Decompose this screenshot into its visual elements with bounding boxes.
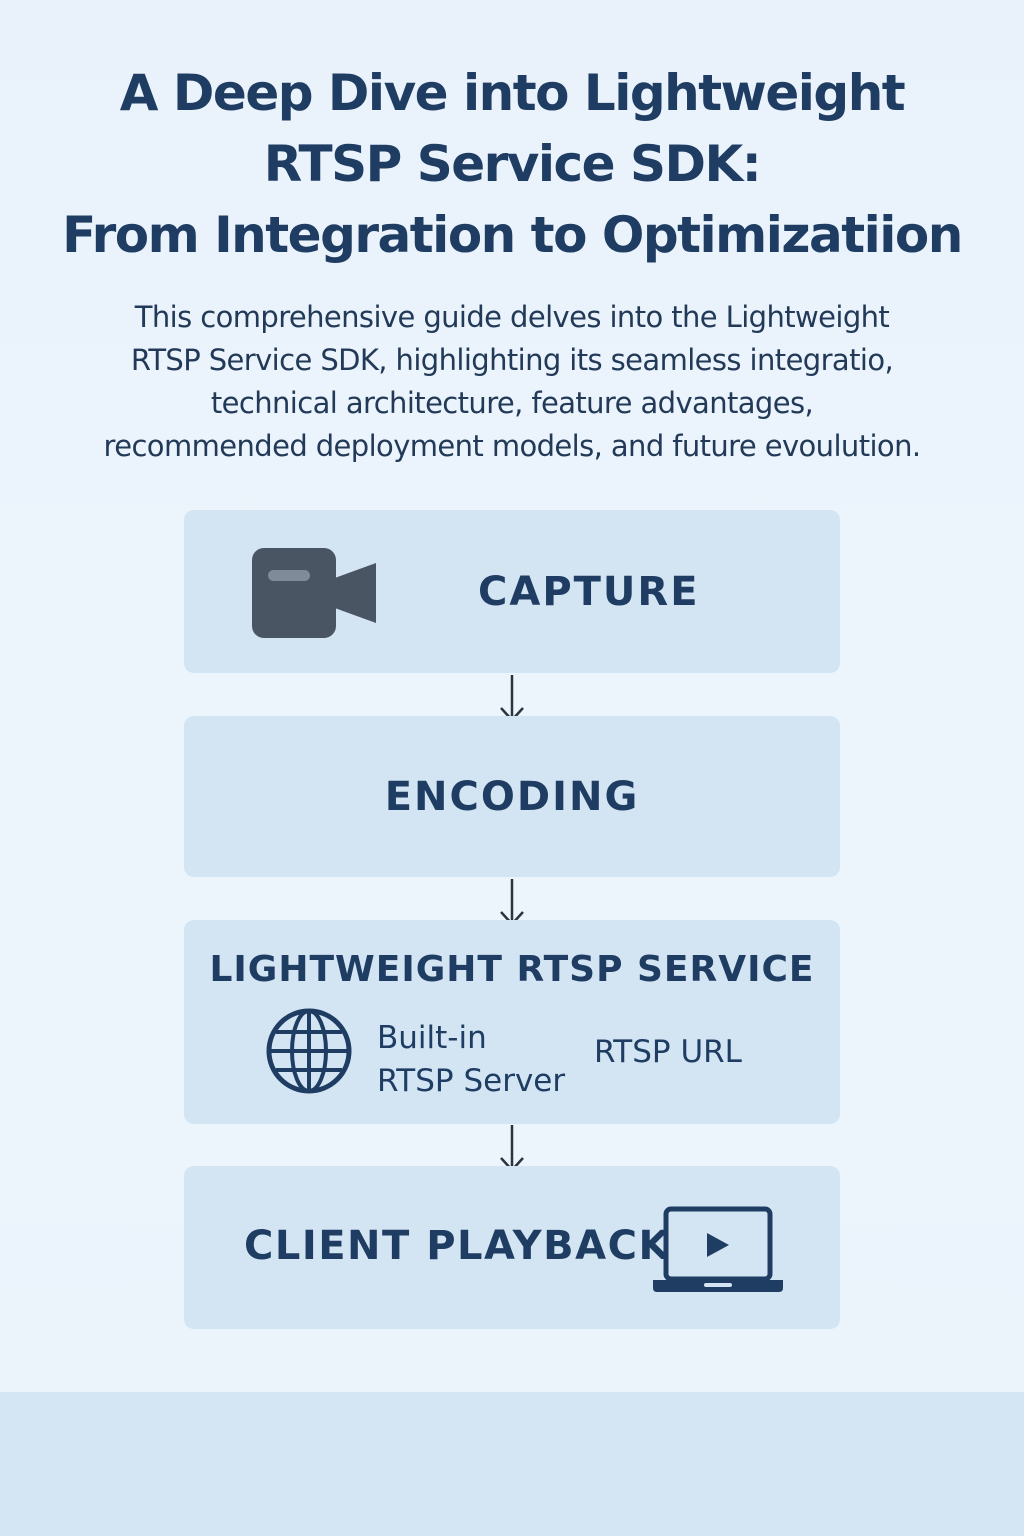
encoding-stage-box: ENCODING bbox=[184, 716, 840, 877]
page-description: This comprehensive guide delves into the… bbox=[0, 296, 1024, 468]
built-in-server-text: Built-in RTSP Server bbox=[377, 1017, 565, 1103]
page-title: A Deep Dive into Lightweight RTSP Servic… bbox=[0, 58, 1024, 271]
description-line-2: RTSP Service SDK, highlighting its seaml… bbox=[130, 343, 894, 377]
description-line-3: technical architecture, feature advantag… bbox=[210, 386, 814, 420]
server-line-2: RTSP Server bbox=[377, 1063, 566, 1099]
title-line-2: RTSP Service SDK: bbox=[263, 135, 762, 193]
rtsp-url-text: RTSP URL bbox=[594, 1034, 742, 1070]
encoding-label: ENCODING bbox=[384, 774, 640, 820]
rtsp-service-stage-box: LIGHTWEIGHT RTSP SERVICE Built-in RTSP S… bbox=[184, 920, 840, 1124]
client-playback-stage-box: CLIENT PLAYBACK bbox=[184, 1166, 840, 1329]
description-line-1: This comprehensive guide delves into the… bbox=[134, 300, 890, 334]
capture-stage-box: CAPTURE bbox=[184, 510, 840, 673]
globe-icon bbox=[266, 1008, 352, 1094]
video-camera-icon bbox=[252, 548, 376, 638]
rtsp-service-label: LIGHTWEIGHT RTSP SERVICE bbox=[209, 949, 815, 990]
laptop-play-icon bbox=[653, 1206, 783, 1292]
title-line-3: From Integration to Optimizatiion bbox=[62, 206, 963, 264]
footer-band bbox=[0, 1392, 1024, 1536]
client-playback-label: CLIENT PLAYBACK bbox=[244, 1223, 671, 1269]
server-line-1: Built-in bbox=[377, 1020, 487, 1056]
description-line-4: recommended deployment models, and futur… bbox=[103, 429, 922, 463]
capture-label: CAPTURE bbox=[478, 569, 700, 615]
title-line-1: A Deep Dive into Lightweight bbox=[119, 64, 906, 122]
